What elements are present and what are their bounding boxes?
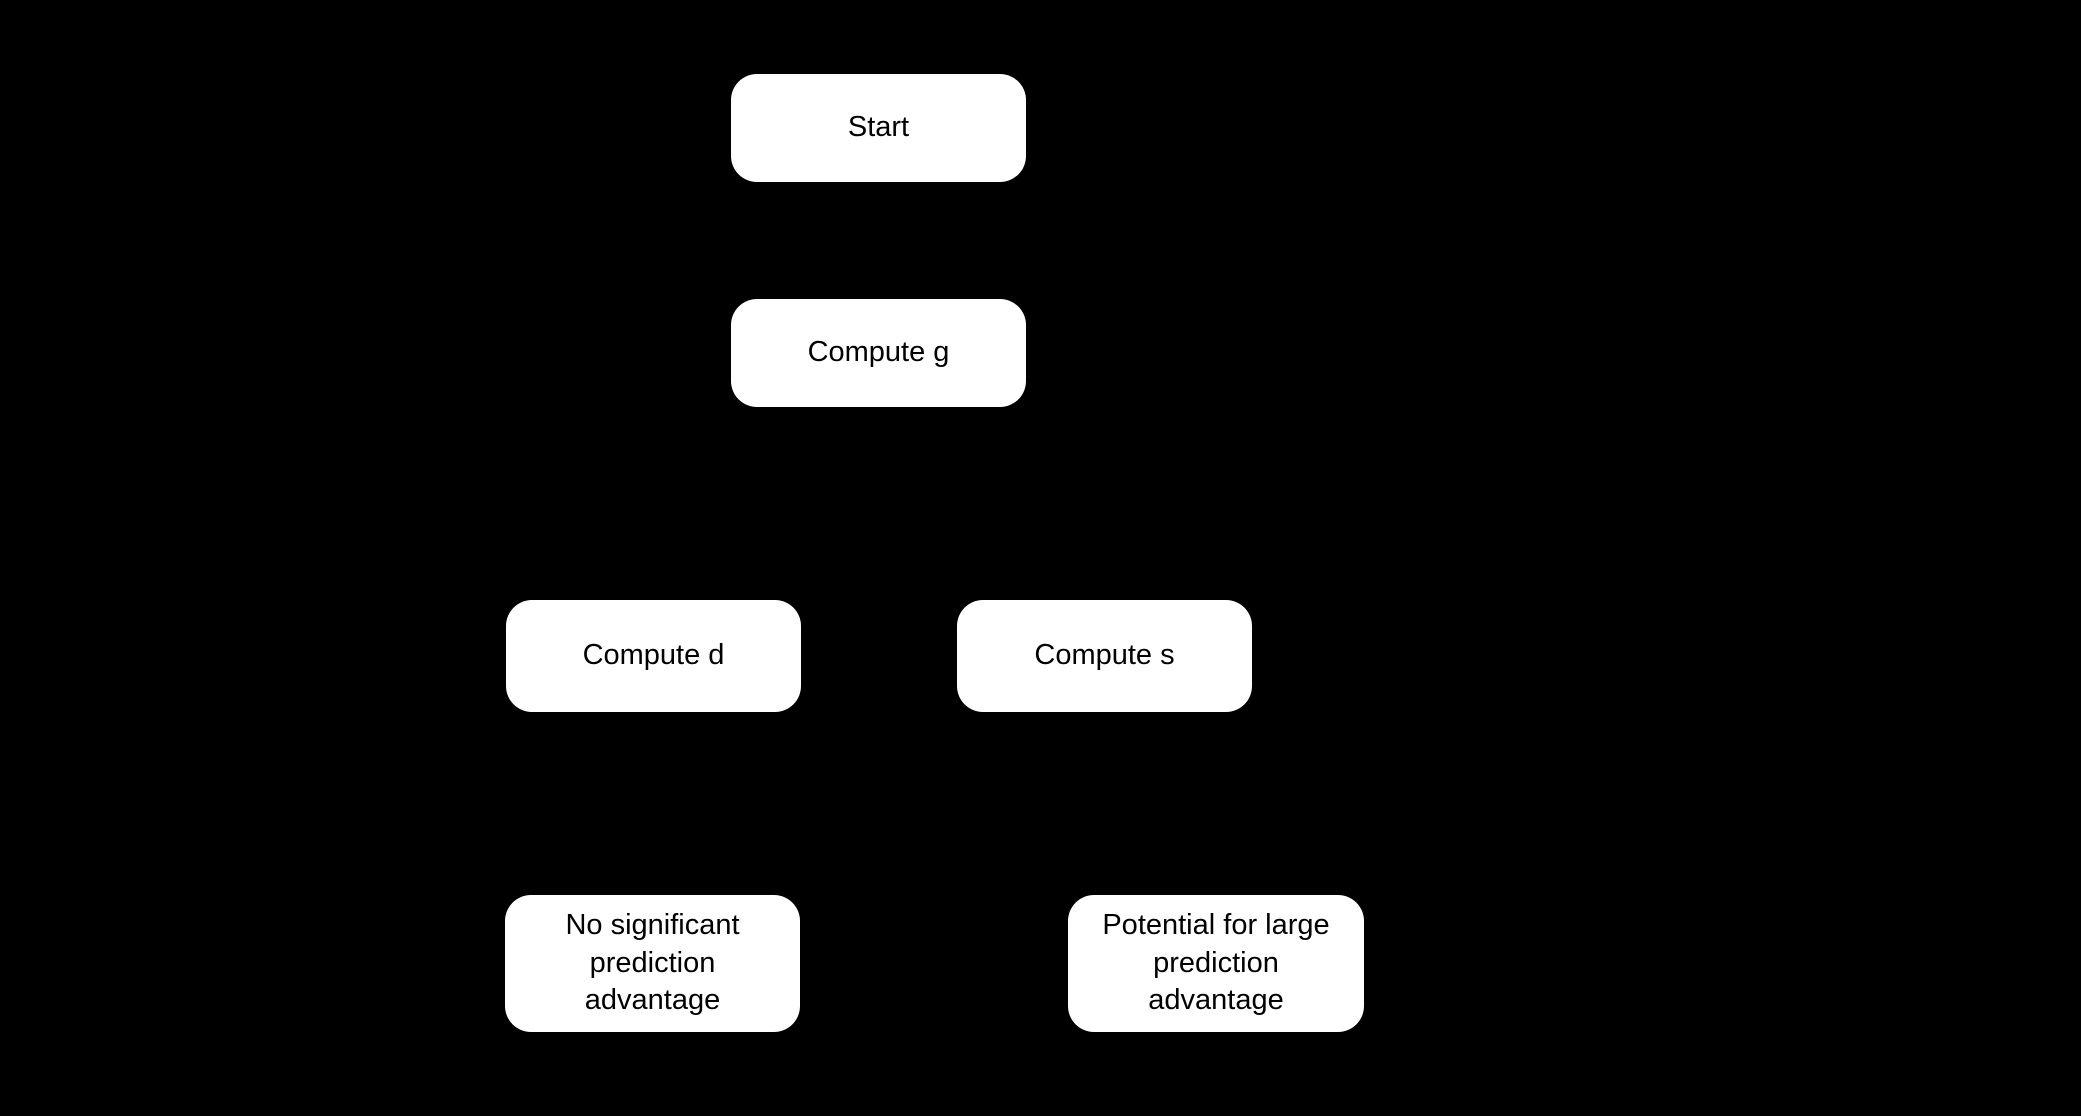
node-potential-for-large-prediction-advantage[interactable]: Potential for large prediction advantage (1068, 895, 1364, 1032)
edge-compute-g-to-compute-s (876, 407, 1118, 599)
edge-compute-g-to-compute-d (639, 407, 880, 599)
node-compute-d[interactable]: Compute d (506, 600, 801, 712)
edge-compute-s-to-large-advantage (1102, 712, 1230, 894)
node-start[interactable]: Start (731, 74, 1026, 182)
node-start-label: Start (847, 111, 910, 144)
node-compute-d-label: Compute d (582, 639, 725, 672)
node-compute-g[interactable]: Compute g (731, 299, 1026, 407)
node-potential-for-large-prediction-advantage-label: Potential for large prediction advantage (1102, 909, 1330, 1017)
node-compute-s-label: Compute s (1034, 639, 1175, 672)
node-no-significant-prediction-advantage[interactable]: No significant prediction advantage (505, 895, 800, 1032)
node-no-significant-prediction-advantage-label: No significant prediction advantage (565, 909, 740, 1017)
node-compute-s[interactable]: Compute s (957, 600, 1252, 712)
node-compute-g-label: Compute g (807, 336, 950, 369)
